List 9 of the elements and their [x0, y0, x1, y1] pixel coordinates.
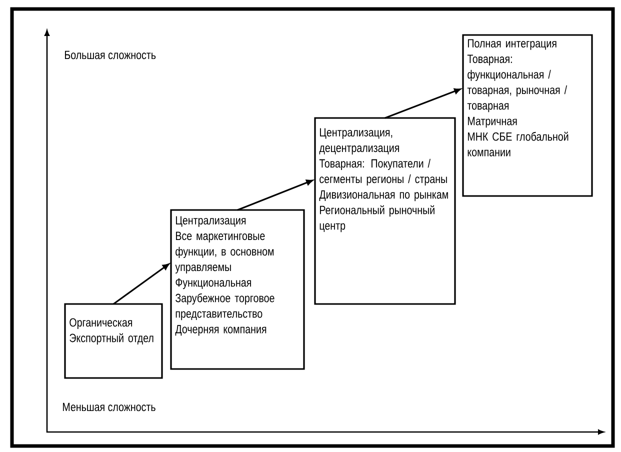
stage-box: Полная интеграция Товарная: функциональная / товарная, рыночная / товарная Матричная МНК СБЕ глобальной компании: [462, 34, 593, 197]
axis-label: Меньшая сложность: [63, 402, 156, 412]
arrow: [384, 88, 461, 119]
arrow: [237, 180, 313, 211]
arrow: [113, 264, 170, 305]
stage-box: Централизация Все маркетинговые функции, в основном управляемы Функциональная Зарубежное торговое представительство Дочерняя компания: [170, 209, 305, 370]
axis-label: Большая сложность: [65, 50, 156, 60]
stage-box: Централизация, децентрализация Товарная: Покупатели / сегменты регионы / страны Дивизиональная по рынкам Региональный рыночный центр: [314, 117, 456, 305]
stage-box: Органическая Экспортный отдел: [64, 303, 163, 379]
